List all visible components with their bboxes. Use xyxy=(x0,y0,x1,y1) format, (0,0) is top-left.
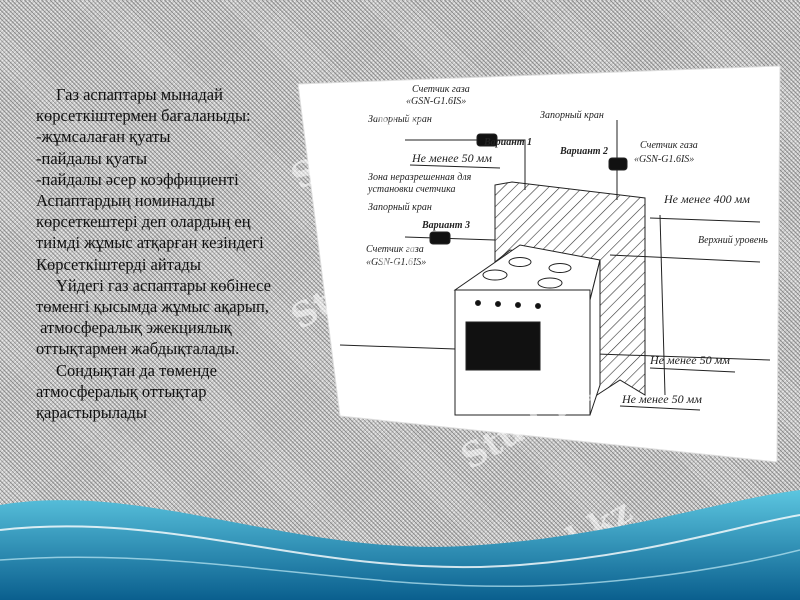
label-meter-1-model: «GSN-G1.6IS» xyxy=(406,96,466,107)
label-variant-3: Вариант 3 xyxy=(421,220,470,231)
label-min50-side: Не менее 50 мм xyxy=(649,353,730,367)
text-line: тиімді жұмыс атқарған кезіндегі xyxy=(36,233,264,253)
text-line: Аспаптардың номиналды xyxy=(36,191,215,211)
oven-door xyxy=(465,321,541,371)
label-valve-3: Запорный кран xyxy=(368,202,432,213)
text-line: -пайдалы қуаты xyxy=(36,148,148,168)
label-meter-3-model: «GSN-G1.6IS» xyxy=(366,257,426,268)
slide-body-text: Газ аспаптары мынадай көрсеткіштермен ба… xyxy=(36,84,336,423)
label-meter-2: Счетчик газа xyxy=(640,140,698,151)
text-line: Көрсеткіштерді айтады xyxy=(36,254,201,274)
label-min50-top: Не менее 50 мм xyxy=(411,151,492,165)
label-valve-2: Запорный кран xyxy=(540,110,604,121)
text-line: Газ аспаптары мынадай xyxy=(56,85,223,104)
label-variant-1: Вариант 1 xyxy=(483,137,532,148)
text-line: көрсеткештері деп олардың ең xyxy=(36,212,251,232)
text-line: төменгі қысымда жұмыс aқарып, xyxy=(36,297,269,317)
label-forbidden-1: Зона неразрешенная для xyxy=(368,172,472,183)
text-line: -пайдалы әсер коэффициенті xyxy=(36,169,239,189)
label-min50-bottom: Не менее 50 мм xyxy=(621,392,702,406)
text-line: көрсеткіштермен бағаланыды: xyxy=(36,106,251,126)
text-line: қарастырылады xyxy=(36,403,147,423)
text-line: оттықтармен жабдықталады. xyxy=(36,339,240,359)
label-meter-2-model: «GSN-G1.6IS» xyxy=(634,154,694,165)
bottom-wave xyxy=(0,490,800,600)
text-line: Үйдегі газ аспаптары көбінесе xyxy=(56,275,271,295)
label-variant-2: Вариант 2 xyxy=(559,146,608,157)
label-min400: Не менее 400 мм xyxy=(663,192,750,206)
text-line: атмосфералық эжекциялық xyxy=(36,318,232,338)
label-valve-1: Запорный кран xyxy=(368,114,432,125)
hatched-wall xyxy=(494,181,646,396)
text-line: -жұмсалаған қуаты xyxy=(36,127,171,147)
label-meter-3: Счетчик газа xyxy=(366,244,424,255)
meter-3 xyxy=(429,231,451,245)
meter-1 xyxy=(476,133,498,147)
label-forbidden-2: установки счетчика xyxy=(367,184,456,195)
text-line: Сондықтан да төменде xyxy=(56,360,217,380)
label-meter-1: Счетчик газа xyxy=(412,84,470,95)
text-line: атмосфералық оттықтар xyxy=(36,381,207,401)
gas-stove-diagram xyxy=(339,120,771,416)
label-top-level: Верхний уровень xyxy=(698,235,768,246)
meter-2 xyxy=(608,157,628,171)
diagram-labels: Счетчик газа «GSN-G1.6IS» Запорный кран … xyxy=(366,84,768,406)
